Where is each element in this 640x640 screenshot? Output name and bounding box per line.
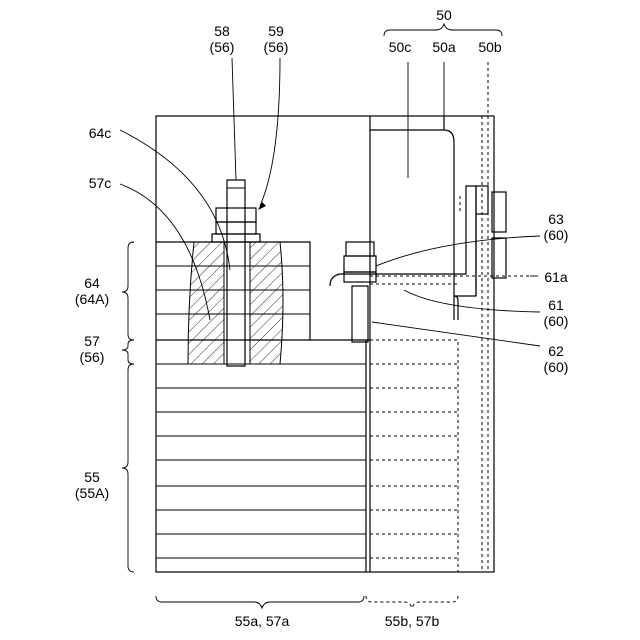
label-63: 63	[548, 211, 564, 227]
label-62-sub: (60)	[544, 359, 569, 375]
label-57: 57	[84, 333, 100, 349]
label-64A: (64A)	[75, 291, 109, 307]
label-55a-57a: 55a, 57a	[235, 613, 290, 629]
label-55A: (55A)	[75, 485, 109, 501]
label-61-sub: (60)	[544, 313, 569, 329]
label-55b-57b: 55b, 57b	[385, 613, 440, 629]
brace-bottom-right	[366, 596, 458, 608]
label-50a: 50a	[432, 39, 456, 55]
hatched-anchor-right	[250, 242, 283, 364]
leader-lines	[120, 58, 540, 346]
label-64: 64	[84, 275, 100, 291]
brace-64	[122, 242, 134, 340]
dotted-region-55b	[370, 340, 458, 572]
label-50c: 50c	[389, 39, 412, 55]
label-50: 50	[436, 7, 452, 23]
label-57-sub: (56)	[80, 349, 105, 365]
label-61a: 61a	[544, 269, 568, 285]
bolt-62	[344, 242, 376, 342]
brace-55	[122, 364, 134, 572]
brace-50	[384, 24, 502, 36]
layered-body-55	[156, 340, 370, 558]
label-58: 58	[214, 23, 230, 39]
label-59-sub: (56)	[264, 39, 289, 55]
label-59: 59	[268, 23, 284, 39]
brace-bottom-left	[156, 596, 364, 608]
label-50b: 50b	[478, 39, 502, 55]
dashed-column-50b	[370, 62, 530, 572]
label-64c: 64c	[89, 125, 112, 141]
bracket-50	[330, 116, 506, 320]
brace-57	[122, 340, 134, 364]
label-55: 55	[84, 469, 100, 485]
label-61: 61	[548, 297, 564, 313]
label-63-sub: (60)	[544, 227, 569, 243]
upper-plates-64	[156, 242, 310, 340]
label-62: 62	[548, 343, 564, 359]
label-58-sub: (56)	[210, 39, 235, 55]
label-57c: 57c	[89, 175, 112, 191]
